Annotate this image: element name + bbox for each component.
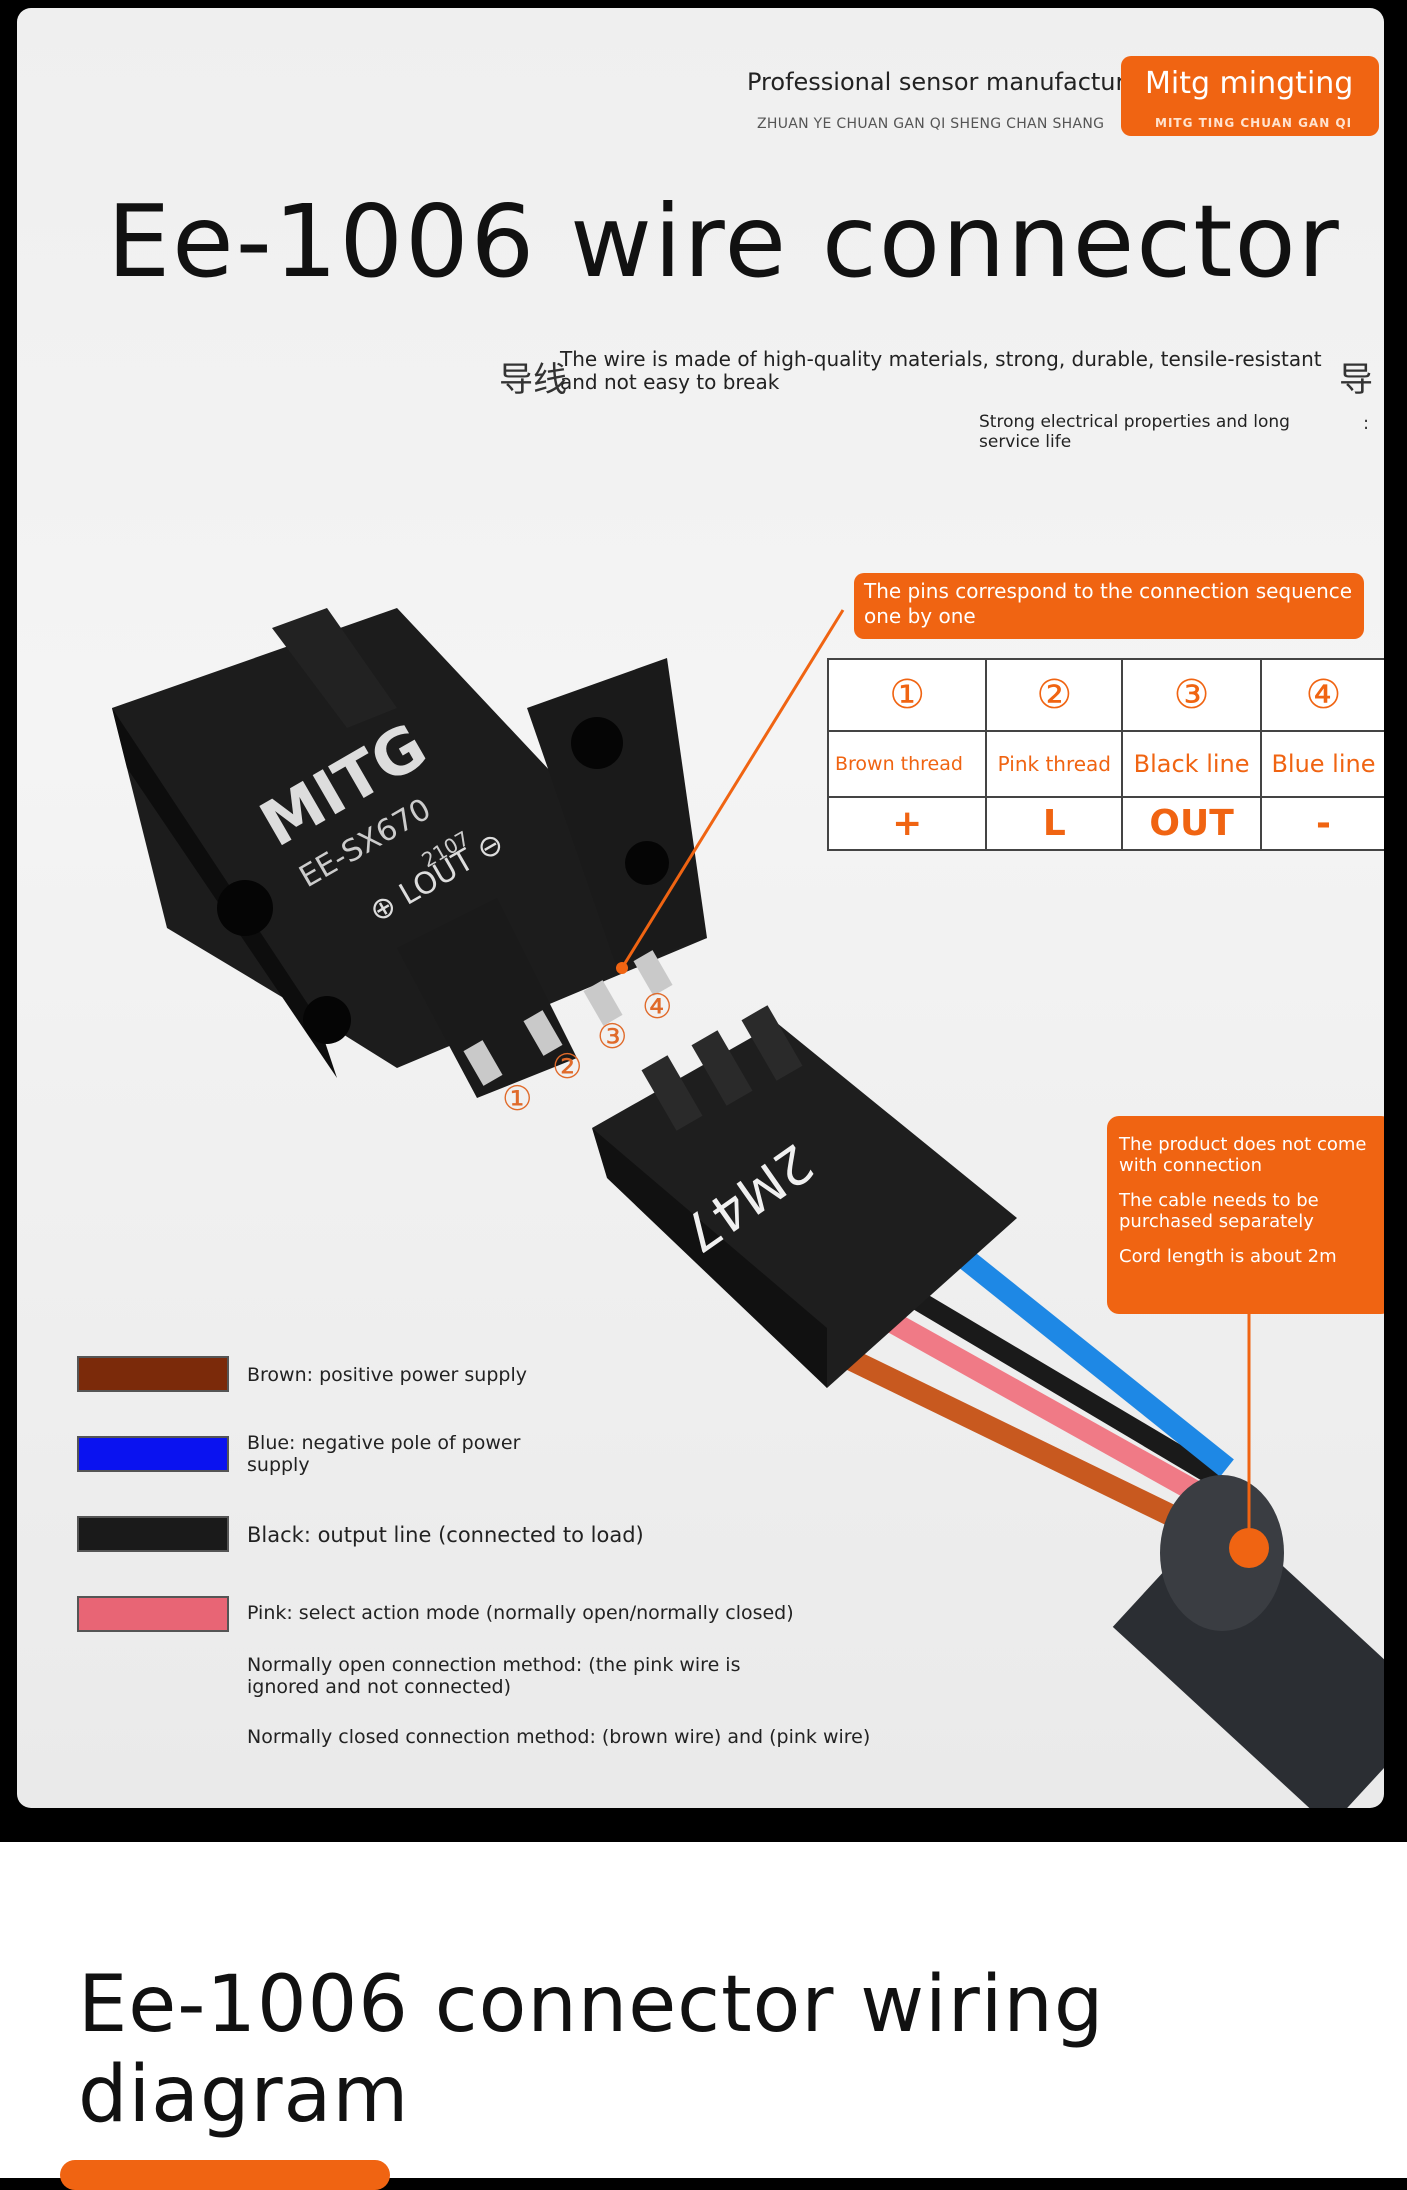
legend-swatch-pink xyxy=(77,1596,229,1632)
pin-table: ① ② ③ ④ Brown thread Pink thread Black l… xyxy=(826,658,1384,851)
pin-callout: The pins correspond to the connection se… xyxy=(854,573,1364,639)
pin-number: ② xyxy=(985,658,1124,732)
brand-badge xyxy=(1121,56,1379,136)
feature1-end: 导 xyxy=(1339,360,1373,400)
product-panel: 2M47 MITG EE-SX670 2107 ⊕ LOUT ⊖ ① ② ③ ④ xyxy=(17,8,1384,1808)
cable-illustration xyxy=(822,1239,1384,1808)
pin-label: ② xyxy=(552,1047,582,1087)
pin-wire-name: Pink thread xyxy=(985,730,1124,798)
product-callout-line: The product does not come with connectio… xyxy=(1119,1134,1367,1176)
orange-tab xyxy=(60,2160,390,2190)
sensor-illustration: 2M47 MITG EE-SX670 2107 ⊕ LOUT ⊖ ① ② ③ ④ xyxy=(112,608,1384,1808)
legend-swatch-brown xyxy=(77,1356,229,1392)
legend-pink-text: Pink: select action mode (normally open/… xyxy=(247,1602,794,1624)
sensor-body xyxy=(112,608,707,1078)
pin-signal: + xyxy=(826,796,988,851)
legend-swatch-blue xyxy=(77,1436,229,1472)
feature2-text: Strong electrical properties and long se… xyxy=(979,412,1290,452)
brand-name: Mitg mingting xyxy=(1145,66,1354,101)
section-title: Ee-1006 connector wiring diagram xyxy=(78,1960,1105,2140)
feature2-end: : xyxy=(1363,413,1370,434)
feature1-icon: 导线 xyxy=(499,360,567,400)
legend-swatch-black xyxy=(77,1516,229,1552)
bottom-section xyxy=(0,1842,1407,2178)
pin-callout-line xyxy=(620,609,845,969)
product-callout-line: The cable needs to be purchased separate… xyxy=(1119,1190,1319,1232)
pin-number: ④ xyxy=(1259,658,1384,732)
pin-label: ③ xyxy=(597,1017,627,1057)
tagline: Professional sensor manufacturer xyxy=(747,68,1150,96)
pin-callout-dot xyxy=(616,962,628,974)
pin-wire-name: Black line xyxy=(1121,730,1262,798)
pin-label: ④ xyxy=(642,987,672,1027)
pin-signal: L xyxy=(985,796,1124,851)
product-callout: The product does not come with connectio… xyxy=(1107,1116,1384,1314)
pin-wire-name: Brown thread xyxy=(826,730,988,798)
pin-wire-name: Blue line xyxy=(1259,730,1384,798)
normally-closed-note: Normally closed connection method: (brow… xyxy=(247,1726,871,1748)
connector-housing xyxy=(592,1005,1017,1388)
pin-number: ① xyxy=(826,658,988,732)
pin-signal: OUT xyxy=(1121,796,1262,851)
legend-blue-text: Blue: negative pole of power supply xyxy=(247,1432,521,1476)
feature1-text: The wire is made of high-quality materia… xyxy=(560,347,1322,394)
sensor-pins xyxy=(397,898,673,1098)
brand-pinyin: MITG TING CHUAN GAN QI xyxy=(1155,116,1353,130)
pin-signal: - xyxy=(1259,796,1384,851)
tagline-pinyin: ZHUAN YE CHUAN GAN QI SHENG CHAN SHANG xyxy=(757,116,1105,132)
pin-label: ① xyxy=(502,1079,532,1119)
legend-brown-text: Brown: positive power supply xyxy=(247,1364,527,1386)
pin-number: ③ xyxy=(1121,658,1262,732)
legend-black-text: Black: output line (connected to load) xyxy=(247,1523,644,1547)
page-title: Ee-1006 wire connector xyxy=(107,183,1341,300)
product-callout-line: Cord length is about 2m xyxy=(1119,1246,1337,1267)
cable-callout-dot xyxy=(1229,1528,1269,1568)
normally-open-note: Normally open connection method: (the pi… xyxy=(247,1654,741,1698)
